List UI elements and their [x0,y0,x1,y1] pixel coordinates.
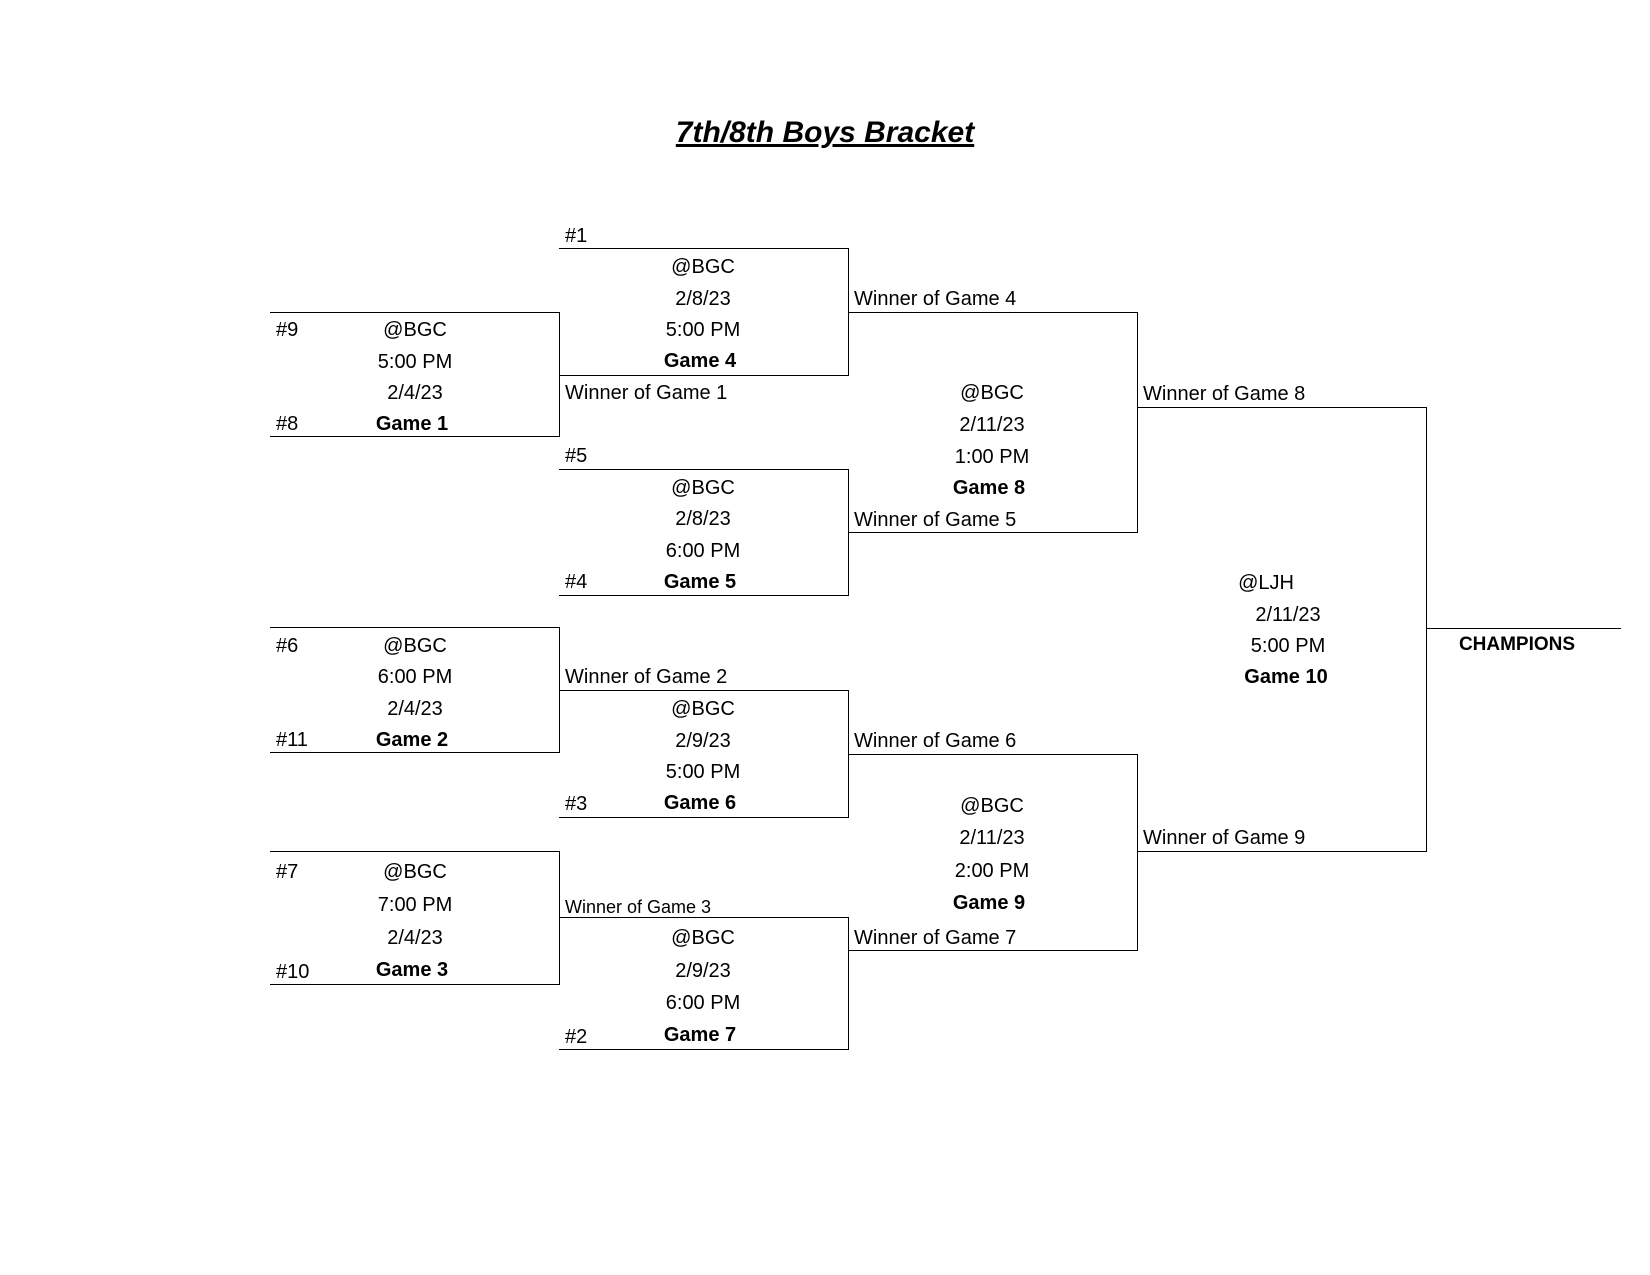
champions-line [1426,628,1621,629]
game6-bottom-line [559,817,849,818]
game7-bottom-team: #2 [565,1026,588,1048]
champions-label: CHAMPIONS [1458,634,1576,655]
game3-date: 2/4/23 [387,927,443,949]
game1-top-seed: #9 [276,319,299,341]
game7-bottom-line [559,1049,849,1050]
game2-top-seed: #6 [276,635,299,657]
game9-date: 2/11/23 [959,827,1025,849]
game4-top-line [559,248,849,249]
game9-bottom-team: Winner of Game 7 [854,927,1017,949]
game6-connector [848,690,849,817]
game10-date: 2/11/23 [1255,604,1321,626]
game8-time: 1:00 PM [954,446,1030,468]
game7-top-line [559,917,849,918]
game4-bottom-line [559,375,849,376]
game7-label: Game 7 [663,1024,737,1046]
game6-location: @BGC [671,698,735,720]
game2-time: 6:00 PM [377,666,453,688]
game1-date: 2/4/23 [387,382,443,404]
game4-connector [848,248,849,375]
game2-bottom-line [270,752,560,753]
game2-date: 2/4/23 [387,698,443,720]
game2-top-line [270,627,560,628]
game1-location: @BGC [383,319,447,341]
game7-time: 6:00 PM [665,992,741,1014]
game3-location: @BGC [383,861,447,883]
game10-time: 5:00 PM [1250,635,1326,657]
game3-bottom-line [270,984,560,985]
game3-label: Game 3 [375,959,449,981]
game6-time: 5:00 PM [665,761,741,783]
game1-bottom-line [270,436,560,437]
game10-bottom-team: Winner of Game 9 [1143,827,1306,849]
game9-connector [1137,754,1138,950]
game9-bottom-line [848,950,1138,951]
game2-label: Game 2 [375,729,449,751]
game4-bottom-team: Winner of Game 1 [565,382,728,404]
game6-top-team: Winner of Game 2 [565,666,728,688]
game2-connector [559,627,560,752]
game8-bottom-team: Winner of Game 5 [854,509,1017,531]
game3-top-seed: #7 [276,861,299,883]
game7-top-team: Winner of Game 3 [565,897,712,917]
game4-date: 2/8/23 [675,288,731,310]
game8-top-line [848,312,1138,313]
game4-location: @BGC [671,256,735,278]
game5-date: 2/8/23 [675,508,731,530]
game8-label: Game 8 [952,477,1026,499]
game1-top-line [270,312,560,313]
game3-bottom-seed: #10 [276,961,310,983]
game9-top-team: Winner of Game 6 [854,730,1017,752]
game1-connector [559,312,560,436]
game4-top-team: #1 [565,225,588,247]
game1-bottom-seed: #8 [276,413,299,435]
game5-location: @BGC [671,477,735,499]
game10-connector [1426,407,1427,851]
game9-time: 2:00 PM [954,860,1030,882]
bracket-title: 7th/8th Boys Bracket [675,116,975,149]
game1-time: 5:00 PM [377,351,453,373]
game9-location: @BGC [960,795,1024,817]
game9-top-line [848,754,1138,755]
game1-label: Game 1 [375,413,449,435]
game7-date: 2/9/23 [675,960,731,982]
game8-top-team: Winner of Game 4 [854,288,1017,310]
game5-time: 6:00 PM [665,540,741,562]
game9-label: Game 9 [952,892,1026,914]
game4-time: 5:00 PM [665,319,741,341]
game7-location: @BGC [671,927,735,949]
game7-connector [848,917,849,1049]
game3-top-line [270,851,560,852]
game10-location: @LJH [1238,572,1294,594]
game10-label: Game 10 [1244,666,1328,688]
game6-top-line [559,690,849,691]
game8-connector [1137,312,1138,532]
game4-label: Game 4 [663,350,737,372]
game2-bottom-seed: #11 [276,729,308,751]
game5-bottom-line [559,595,849,596]
game2-location: @BGC [383,635,447,657]
game6-bottom-team: #3 [565,793,588,815]
game5-top-line [559,469,849,470]
game3-time: 7:00 PM [377,894,453,916]
game6-label: Game 6 [663,792,737,814]
game8-location: @BGC [960,382,1024,404]
game5-label: Game 5 [663,571,737,593]
game5-top-team: #5 [565,445,588,467]
game8-bottom-line [848,532,1138,533]
game5-bottom-team: #4 [565,571,588,593]
game8-date: 2/11/23 [959,414,1025,436]
game10-top-line [1137,407,1427,408]
game6-date: 2/9/23 [675,730,731,752]
game10-top-team: Winner of Game 8 [1143,383,1306,405]
game10-bottom-line [1137,851,1427,852]
